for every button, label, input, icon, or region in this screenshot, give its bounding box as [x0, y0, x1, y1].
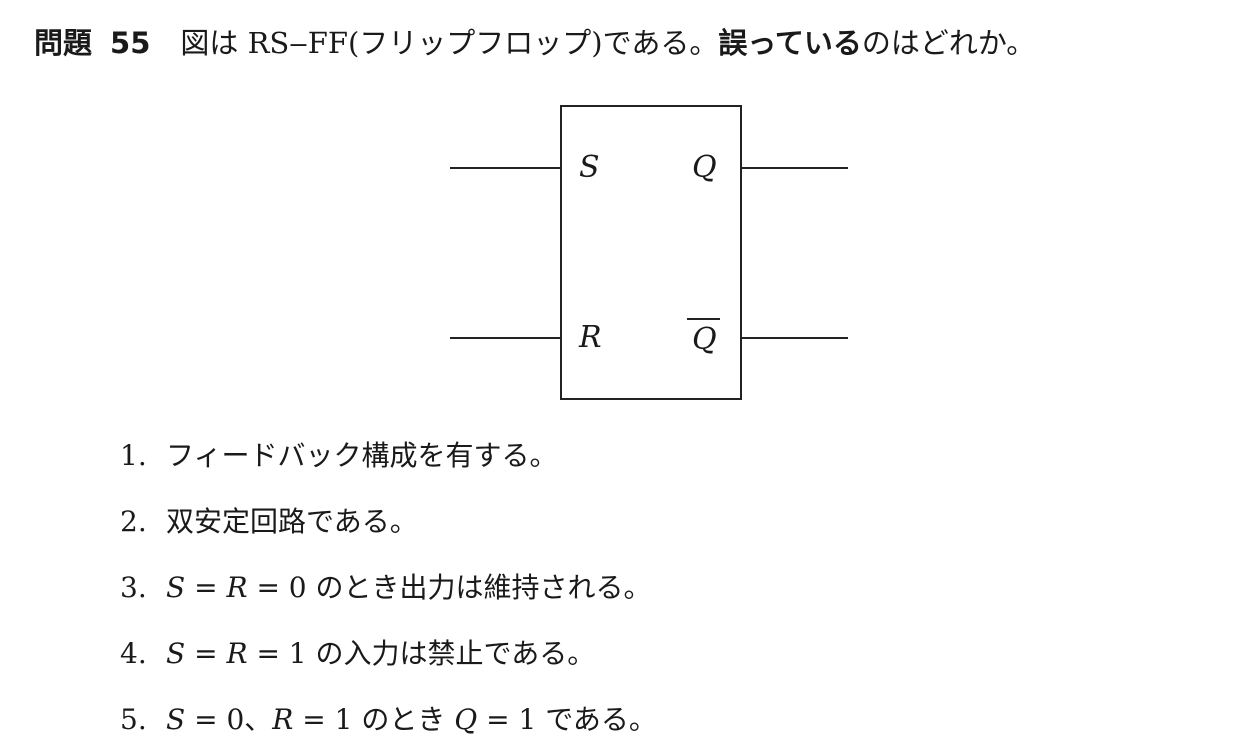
math-var: S	[166, 703, 186, 736]
r-label: R	[579, 320, 602, 355]
option-number: 5.	[120, 703, 147, 736]
option-5[interactable]: 5. S = 0、R = 1 のとき Q = 1 である。	[120, 698, 657, 738]
qbar-label: Q	[692, 322, 717, 357]
qbar-output-line	[740, 337, 848, 339]
q-output-line	[740, 167, 848, 169]
option-text: = 0、	[185, 703, 273, 736]
r-input-line	[450, 337, 560, 339]
option-text: =	[185, 571, 227, 604]
option-text: = 1 である。	[477, 703, 657, 736]
option-number: 3.	[120, 571, 147, 604]
option-number: 2.	[120, 505, 147, 538]
math-var: Q	[454, 703, 478, 736]
question-text: 図は RS‒FF(フリップフロップ)である。	[180, 26, 719, 60]
question-title: 問題 55 図は RS‒FF(フリップフロップ)である。誤っているのはどれか。	[34, 20, 1035, 62]
s-label: S	[579, 150, 600, 185]
option-number: 4.	[120, 637, 147, 670]
option-text: = 0 のとき出力は維持される。	[247, 571, 652, 604]
math-var: R	[226, 571, 248, 604]
flipflop-box	[560, 105, 742, 400]
option-text: = 1 のとき	[293, 703, 455, 736]
s-input-line	[450, 167, 560, 169]
qbar-overline	[687, 318, 720, 320]
question-text-end: のはどれか。	[861, 26, 1036, 60]
option-3[interactable]: 3. S = R = 0 のとき出力は維持される。	[120, 566, 652, 606]
q-label: Q	[692, 150, 717, 185]
option-text: フィードバック構成を有する。	[166, 439, 558, 472]
option-text: =	[185, 637, 227, 670]
option-text: 双安定回路である。	[166, 505, 418, 538]
math-var: R	[272, 703, 294, 736]
option-1[interactable]: 1. フィードバック構成を有する。	[120, 434, 557, 474]
question-number: 55	[110, 26, 151, 60]
option-number: 1.	[120, 439, 147, 472]
question-emphasis: 誤っている	[718, 26, 862, 60]
math-var: R	[226, 637, 248, 670]
math-var: S	[166, 571, 186, 604]
math-var: S	[166, 637, 186, 670]
option-4[interactable]: 4. S = R = 1 の入力は禁止である。	[120, 632, 595, 672]
option-text: = 1 の入力は禁止である。	[247, 637, 596, 670]
question-label: 問題	[34, 26, 93, 60]
option-2[interactable]: 2. 双安定回路である。	[120, 500, 418, 540]
